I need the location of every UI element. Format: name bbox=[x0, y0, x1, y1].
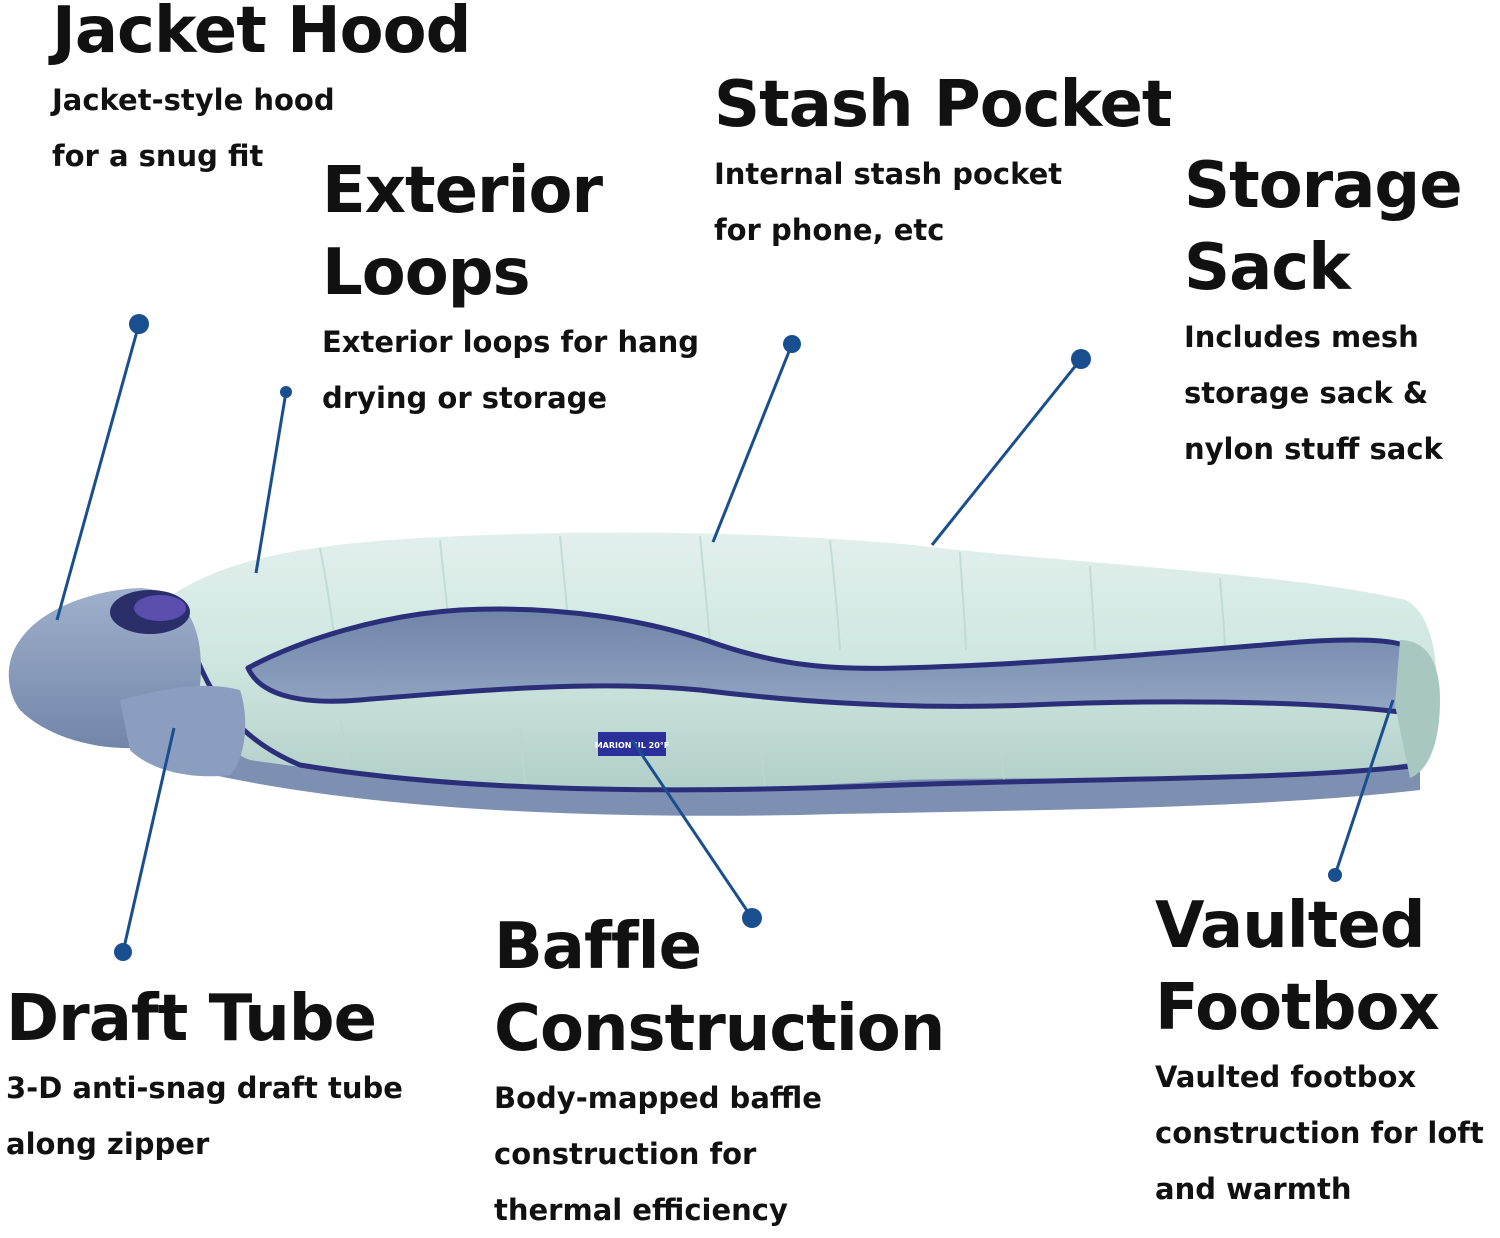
feature-description-line: construction for bbox=[494, 1137, 757, 1171]
feature-description-line: Jacket-style hood bbox=[52, 83, 335, 117]
feature-description-line: storage sack & bbox=[1184, 376, 1429, 410]
feature-description-line: Body-mapped baffle bbox=[494, 1081, 822, 1115]
callout-line-draft-tube bbox=[121, 727, 176, 953]
feature-baffle-construction: Baffle Construction Body-mapped baffle c… bbox=[494, 906, 945, 1238]
feature-description-line: 3-D anti-snag draft tube bbox=[6, 1071, 403, 1105]
callout-dot-draft-tube bbox=[114, 943, 132, 961]
feature-exterior-loops: Exterior Loops Exterior loops for hang d… bbox=[322, 150, 699, 426]
feature-description-line: Includes mesh bbox=[1184, 320, 1419, 354]
callout-dot-vaulted-footbox bbox=[1328, 868, 1342, 882]
feature-title: Sack bbox=[1184, 231, 1351, 305]
callout-line-vaulted-footbox bbox=[1333, 699, 1395, 876]
hood-shoulder bbox=[120, 685, 246, 777]
feature-title: Loops bbox=[322, 236, 531, 310]
callout-dots bbox=[114, 314, 1342, 961]
feature-title: Vaulted bbox=[1155, 889, 1426, 963]
zipper-tracks bbox=[187, 606, 1423, 793]
feature-description-line: drying or storage bbox=[322, 381, 608, 415]
callout-line-exterior-loops bbox=[254, 391, 288, 574]
feature-draft-tube: Draft Tube 3-D anti-snag draft tube alon… bbox=[6, 978, 403, 1172]
callout-dot-stash-pocket bbox=[783, 335, 801, 353]
product-tag bbox=[598, 732, 666, 756]
feature-title: Exterior bbox=[322, 154, 603, 228]
feature-title: Draft Tube bbox=[6, 982, 377, 1056]
feature-description-line: Exterior loops for hang bbox=[322, 325, 700, 359]
feature-description-line: and warmth bbox=[1155, 1172, 1352, 1206]
feature-title: Stash Pocket bbox=[714, 68, 1172, 142]
product-tag-text: MARION UL 20°F bbox=[595, 741, 670, 750]
callout-dot-baffle-construction bbox=[742, 908, 762, 928]
bag-footbox bbox=[1395, 640, 1440, 778]
feature-title: Footbox bbox=[1155, 971, 1440, 1045]
feature-title: Storage bbox=[1184, 149, 1463, 223]
callout-dot-jacket-hood bbox=[129, 314, 149, 334]
feature-description-line: for a snug fit bbox=[52, 139, 264, 173]
feature-title: Baffle bbox=[494, 910, 702, 984]
feature-storage-sack: Storage Sack Includes mesh storage sack … bbox=[1184, 145, 1463, 477]
hood-inner bbox=[134, 595, 186, 621]
callout-line-storage-sack bbox=[930, 358, 1083, 546]
feature-description-line: construction for loft bbox=[1155, 1116, 1484, 1150]
feature-description-line: along zipper bbox=[6, 1127, 210, 1161]
feature-title: Jacket Hood bbox=[52, 0, 471, 68]
callout-dot-storage-sack bbox=[1071, 349, 1091, 369]
callout-dot-exterior-loops bbox=[280, 386, 292, 398]
feature-description-line: nylon stuff sack bbox=[1184, 432, 1443, 466]
callout-line-stash-pocket bbox=[711, 343, 794, 543]
feature-description-line: Internal stash pocket bbox=[714, 157, 1063, 191]
callout-line-jacket-hood bbox=[55, 323, 141, 621]
feature-description-line: Vaulted footbox bbox=[1155, 1060, 1417, 1094]
feature-description-line: for phone, etc bbox=[714, 213, 945, 247]
bag-shell bbox=[165, 532, 1437, 789]
feature-title: Construction bbox=[494, 992, 945, 1066]
feature-vaulted-footbox: Vaulted Footbox Vaulted footbox construc… bbox=[1155, 885, 1484, 1217]
callout-line-baffle-construction bbox=[630, 739, 754, 919]
callout-lines bbox=[55, 323, 1395, 953]
feature-stash-pocket: Stash Pocket Internal stash pocket for p… bbox=[714, 64, 1172, 258]
feature-jacket-hood: Jacket Hood Jacket-style hood for a snug… bbox=[52, 0, 471, 184]
feature-description-line: thermal efficiency bbox=[494, 1193, 788, 1227]
